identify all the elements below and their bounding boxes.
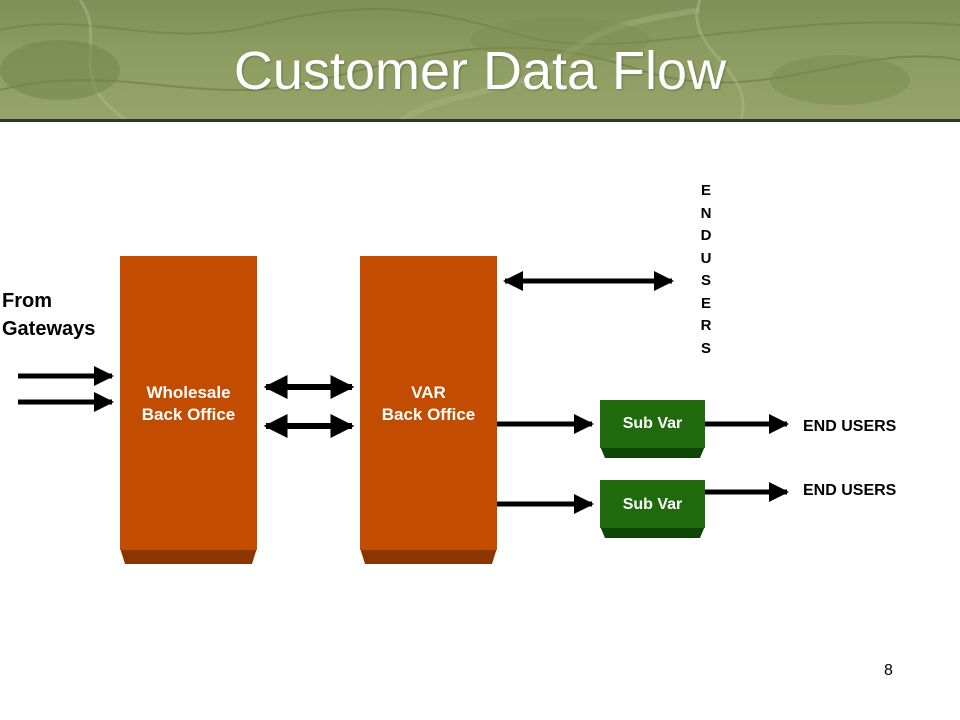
sub-var-box-2 <box>600 480 705 538</box>
sub-var-box-1 <box>600 400 705 458</box>
topographic-map-background <box>0 0 960 122</box>
from-gateways-label: From Gateways <box>2 290 96 340</box>
var-back-office-label: VAR Back Office <box>381 383 476 424</box>
var-back-office-box <box>360 256 497 564</box>
wholesale-back-office-label: Wholesale Back Office <box>141 383 236 424</box>
end-users-label-1: END USERS <box>803 418 897 435</box>
slide-title: Customer Data Flow <box>233 41 727 101</box>
title-underline <box>0 119 960 122</box>
sub-var-label-2: Sub Var <box>622 496 683 513</box>
page-number: 8 <box>884 662 893 679</box>
title-banner: Customer Data Flow <box>0 0 960 122</box>
sub-var-label-1: Sub Var <box>622 415 683 432</box>
wholesale-back-office-box <box>120 256 257 564</box>
end-users-vertical-label: E N D U S E R S <box>700 182 712 357</box>
end-users-label-2: END USERS <box>803 482 897 499</box>
